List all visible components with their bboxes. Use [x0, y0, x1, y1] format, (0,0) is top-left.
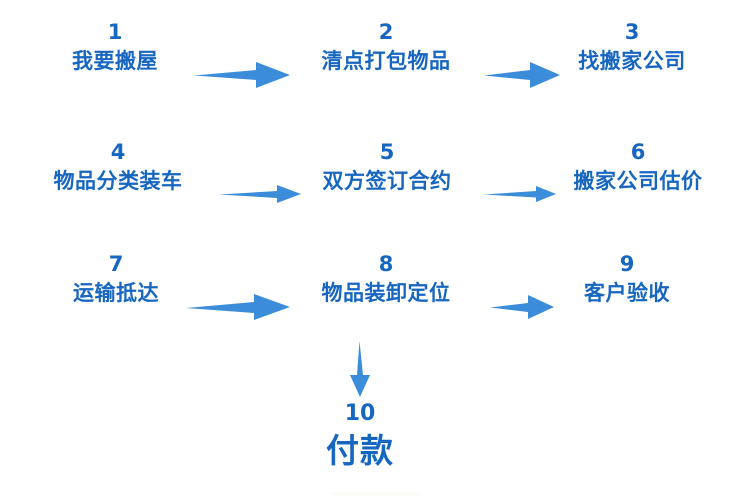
flow-step-10[interactable]: 10 付款 [300, 401, 420, 470]
step-label-8: 物品装卸定位 [321, 281, 451, 305]
flow-step-5[interactable]: 5 双方签订合约 [302, 142, 472, 192]
arrow-icon-8-to-10-down [344, 341, 376, 397]
step-label-10: 付款 [326, 431, 394, 470]
arrow-icon-2-to-3 [484, 60, 560, 90]
step-number-2: 2 [378, 20, 394, 44]
step-label-7: 运输抵达 [73, 281, 159, 305]
step-label-6: 搬家公司估价 [573, 169, 703, 193]
flow-step-6[interactable]: 6 搬家公司估价 [548, 142, 728, 192]
step-label-1: 我要搬屋 [72, 49, 158, 73]
flow-step-7[interactable]: 7 运输抵达 [42, 254, 190, 304]
arrow-icon-5-to-6 [484, 183, 556, 205]
arrow-icon-1-to-2 [194, 60, 290, 90]
clipped-bottom-artifact [330, 492, 420, 500]
step-label-2: 清点打包物品 [321, 49, 451, 73]
flow-step-2[interactable]: 2 清点打包物品 [300, 22, 472, 72]
step-number-7: 7 [108, 252, 124, 276]
step-label-5: 双方签订合约 [322, 169, 452, 193]
step-number-8: 8 [378, 252, 394, 276]
step-number-9: 9 [619, 252, 635, 276]
step-number-1: 1 [107, 20, 123, 44]
flow-step-1[interactable]: 1 我要搬屋 [42, 22, 188, 72]
flow-step-8[interactable]: 8 物品装卸定位 [300, 254, 472, 304]
step-number-3: 3 [624, 20, 640, 44]
arrow-icon-4-to-5 [219, 183, 301, 205]
arrow-icon-8-to-9 [490, 293, 554, 321]
flow-step-3[interactable]: 3 找搬家公司 [552, 22, 712, 72]
step-number-6: 6 [630, 140, 646, 164]
arrow-icon-7-to-8 [186, 292, 290, 322]
step-number-5: 5 [379, 140, 395, 164]
step-number-10: 10 [344, 401, 376, 426]
step-number-4: 4 [110, 140, 126, 164]
step-label-3: 找搬家公司 [578, 49, 686, 73]
flow-step-4[interactable]: 4 物品分类装车 [28, 142, 208, 192]
flow-step-9[interactable]: 9 客户验收 [552, 254, 702, 304]
step-label-4: 物品分类装车 [53, 169, 183, 193]
step-label-9: 客户验收 [584, 281, 670, 305]
